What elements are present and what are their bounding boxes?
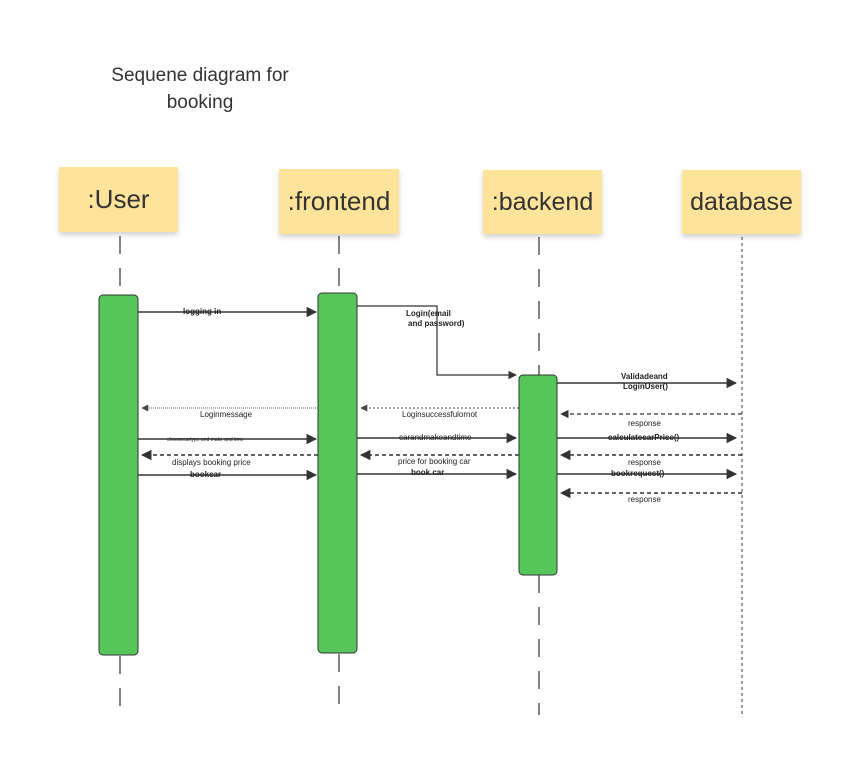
msg-login-line-2: and password): [408, 319, 465, 328]
title-line-2: booking: [166, 92, 234, 113]
msg-logging-in: logging in: [183, 307, 221, 316]
msg-response-3: response: [628, 495, 661, 504]
msg-display-price: displays booking price: [172, 458, 251, 467]
diagram-title: Sequene diagram for booking: [80, 62, 320, 116]
msg-validate-line-1: Validadeand: [621, 372, 668, 381]
msg-login-message: Loginmessage: [200, 410, 253, 419]
msg-car-make-time: carandmakeandtime: [399, 433, 472, 442]
msg-choose-car: choosecartype and make and time: [167, 437, 244, 443]
msg-book-request: bookrequest(): [611, 469, 665, 478]
participant-frontend: :frontend: [279, 169, 399, 234]
participant-user: :User: [59, 167, 178, 232]
participant-backend: :backend: [483, 170, 602, 234]
msg-validate-line-2: LoginUser(): [623, 382, 668, 391]
participant-database: database: [682, 170, 801, 234]
msg-response-2: response: [628, 458, 661, 467]
msg-book-car: book car: [411, 468, 444, 477]
title-line-1: Sequene diagram for: [111, 65, 289, 86]
arrow-login-email-password: [357, 305, 517, 380]
msg-price-booking: price for booking car: [398, 457, 471, 466]
msg-response-1: response: [628, 419, 661, 428]
msg-login-successful: Loginsuccessfulornot: [402, 410, 478, 419]
msg-calculate-price: calculatecarPrice(): [608, 433, 679, 442]
msg-bookcar: bookcar: [190, 470, 221, 479]
activation-user: [98, 294, 139, 656]
msg-login-line-1: Login(email: [406, 309, 451, 318]
activation-backend: [518, 374, 558, 576]
activation-frontend: [317, 292, 358, 654]
